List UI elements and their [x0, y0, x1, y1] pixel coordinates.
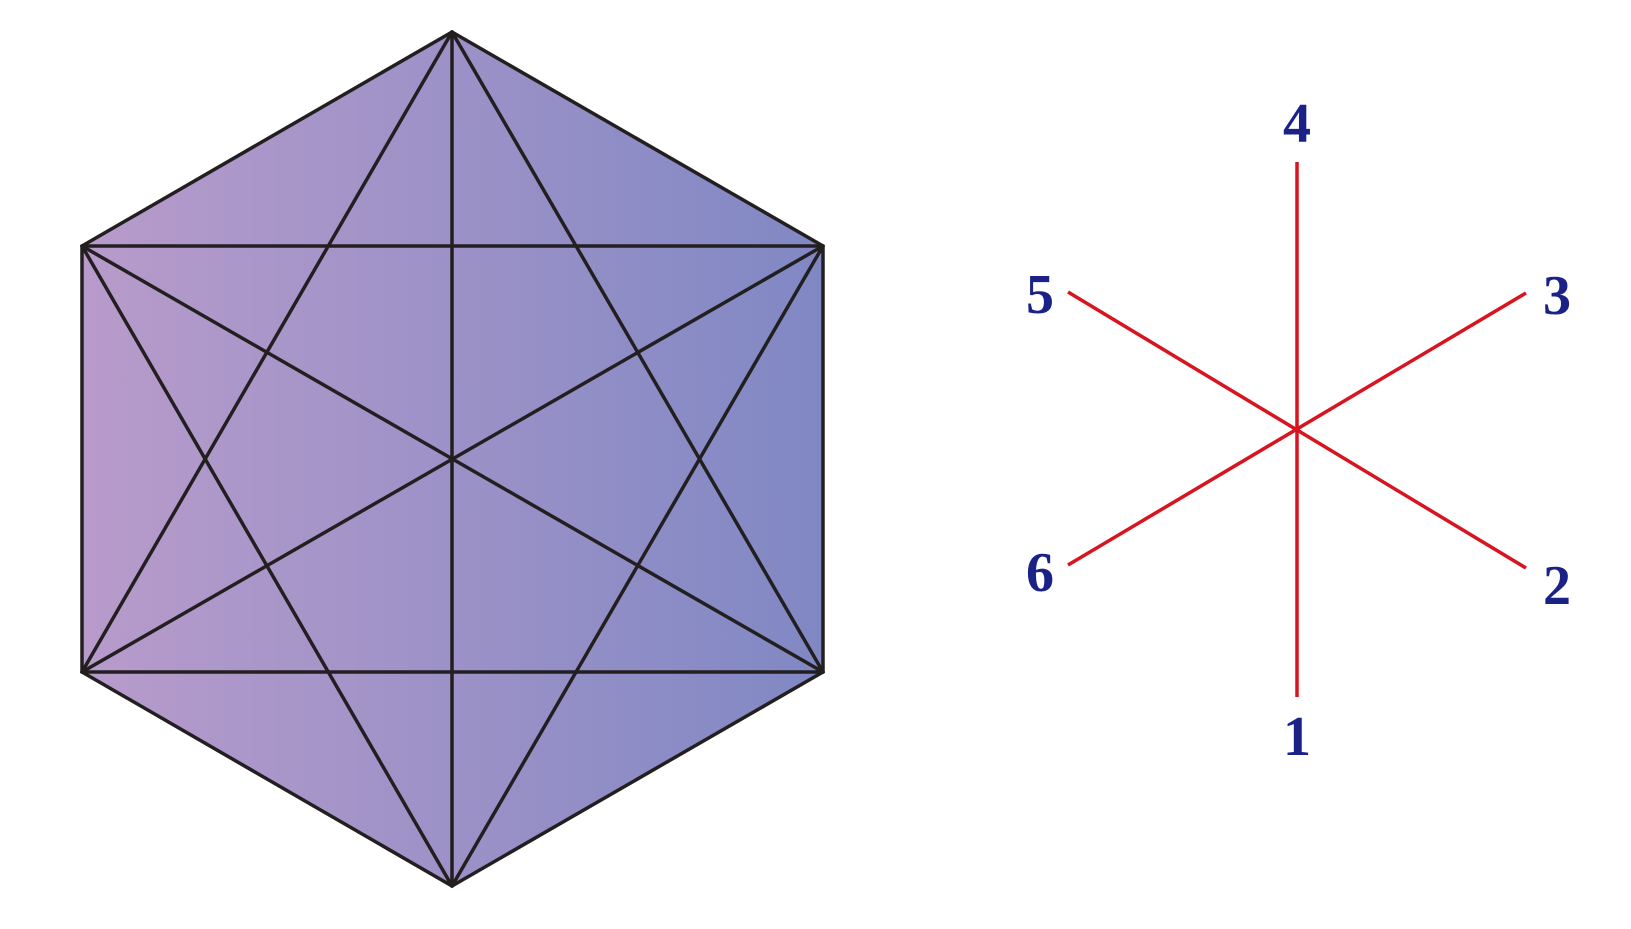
- hexagon-figure: [80, 29, 825, 889]
- star-bottom-to-upper-left: [80, 244, 454, 888]
- ray-labels: 4 5 3 6 2 1: [1026, 93, 1571, 768]
- ray-label-2: 2: [1543, 555, 1571, 617]
- ray-label-5: 5: [1026, 264, 1054, 326]
- star-top-to-lower-right: [450, 30, 825, 674]
- ray-star: [1067, 162, 1527, 697]
- ray-label-1: 1: [1283, 706, 1311, 768]
- star-top-to-lower-left: [80, 30, 454, 674]
- ray-label-3: 3: [1543, 265, 1571, 327]
- diagonal-ur-ll: [80, 244, 825, 674]
- ray-label-6: 6: [1026, 542, 1054, 604]
- hexagon-edges: [80, 29, 825, 889]
- star-bottom-to-upper-right: [450, 244, 825, 888]
- ray-diagonal-6-3: [1067, 291, 1527, 567]
- ray-label-4: 4: [1283, 93, 1311, 155]
